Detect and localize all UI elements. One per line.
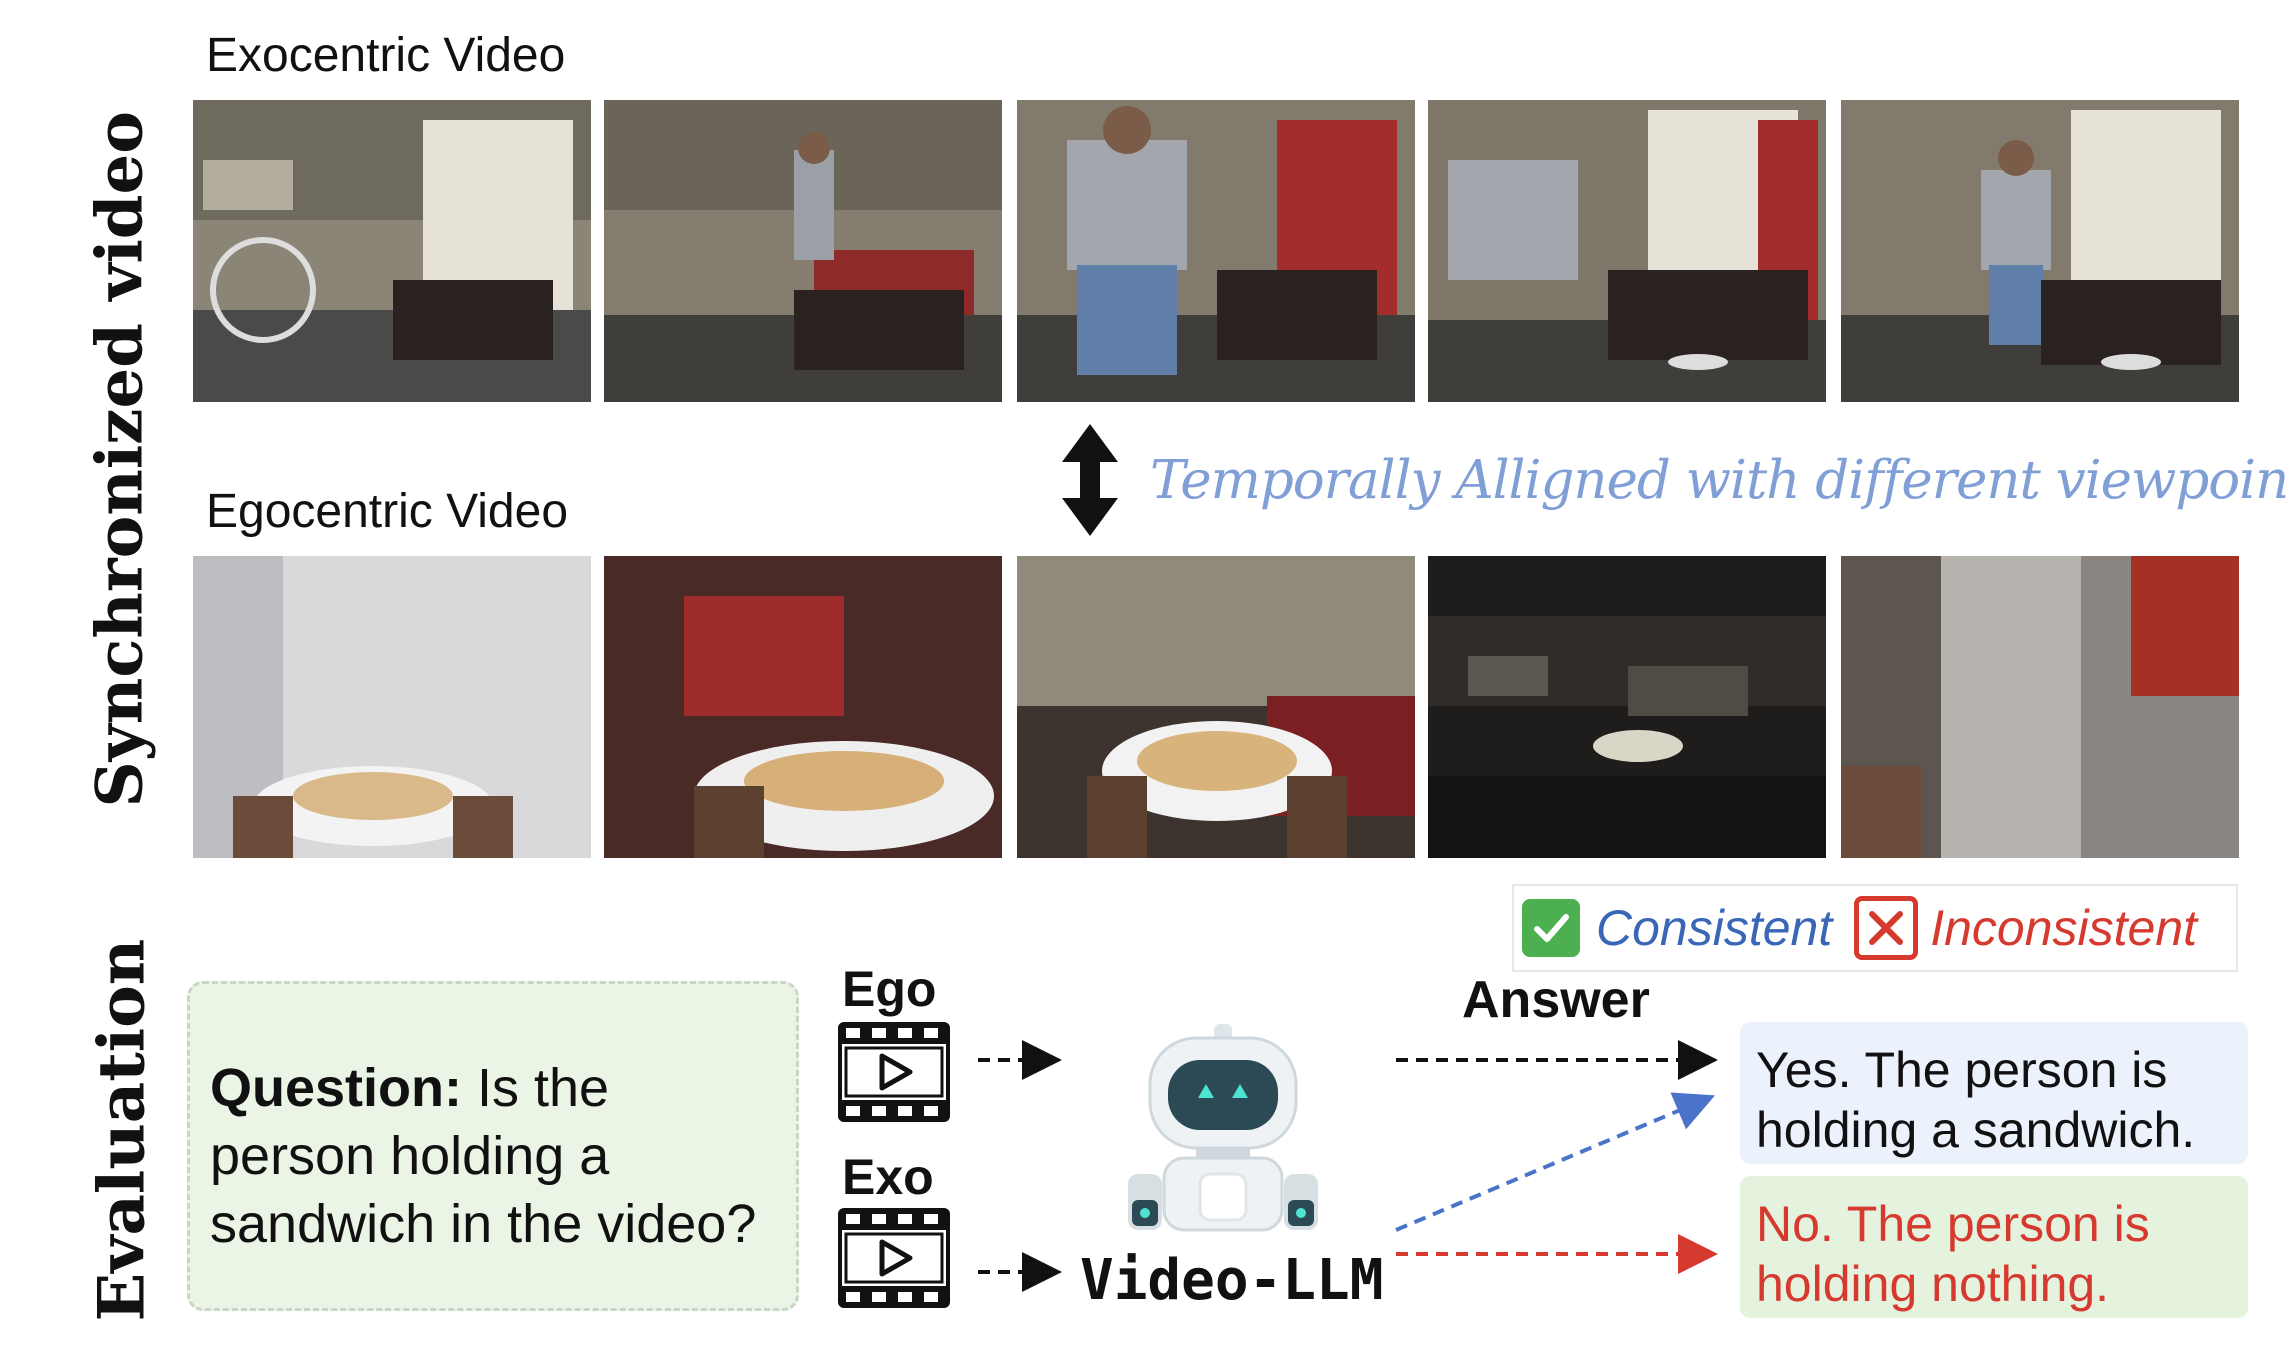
inconsistent-label: Inconsistent — [1930, 900, 2198, 956]
answer-no-box: No. The person is holding nothing. — [1740, 1176, 2248, 1318]
exocentric-frame-4 — [1428, 100, 1826, 402]
answer-yes-line-1: Yes. The person is — [1756, 1042, 2168, 1098]
question-text: Question: Is the person holding a sandwi… — [210, 1054, 756, 1258]
answer-yes-line-2: holding a sandwich. — [1756, 1102, 2196, 1158]
question-box: Question: Is the person holding a sandwi… — [187, 981, 799, 1311]
egocentric-frame-1 — [193, 556, 591, 858]
question-line-3: sandwich in the video? — [210, 1194, 757, 1254]
egocentric-frame-4 — [1428, 556, 1826, 858]
alignment-note: Temporally Alligned with different viewp… — [1150, 450, 2286, 511]
exocentric-frame-2 — [604, 100, 1002, 402]
answer-yes-box: Yes. The person is holding a sandwich. — [1740, 1022, 2248, 1164]
egocentric-video-label: Egocentric Video — [196, 480, 579, 543]
exo-label: Exo — [842, 1149, 934, 1205]
exocentric-frame-3 — [1017, 100, 1415, 402]
exo-video-clapper-icon — [838, 1208, 950, 1308]
question-line-2: person holding a — [210, 1126, 610, 1186]
double-arrow-icon — [1062, 424, 1118, 536]
exocentric-frame-5 — [1841, 100, 2239, 402]
ego-label: Ego — [842, 961, 937, 1017]
video-llm-label: Video-LLM — [1080, 1248, 1384, 1313]
question-line-1: Is the — [462, 1058, 610, 1118]
answer-no-line-1: No. The person is — [1756, 1196, 2150, 1252]
exocentric-video-label: Exocentric Video — [196, 24, 576, 87]
egocentric-frame-3 — [1017, 556, 1415, 858]
model-to-yes-consistent-arrow — [1395, 1092, 1716, 1232]
exocentric-frame-1 — [193, 100, 591, 402]
answer-no-line-2: holding nothing. — [1756, 1256, 2110, 1312]
robot-icon — [1128, 1024, 1318, 1232]
cross-mark-icon — [1854, 896, 1919, 960]
egocentric-frame-2 — [604, 556, 1002, 858]
question-prefix: Question: — [210, 1058, 462, 1118]
answer-label: Answer — [1462, 971, 1650, 1029]
check-mark-icon — [1522, 899, 1580, 957]
ego-video-clapper-icon — [838, 1022, 950, 1122]
egocentric-frame-5 — [1841, 556, 2239, 858]
consistent-label: Consistent — [1596, 900, 1833, 956]
consistency-legend: Consistent Inconsistent — [1512, 884, 2238, 972]
